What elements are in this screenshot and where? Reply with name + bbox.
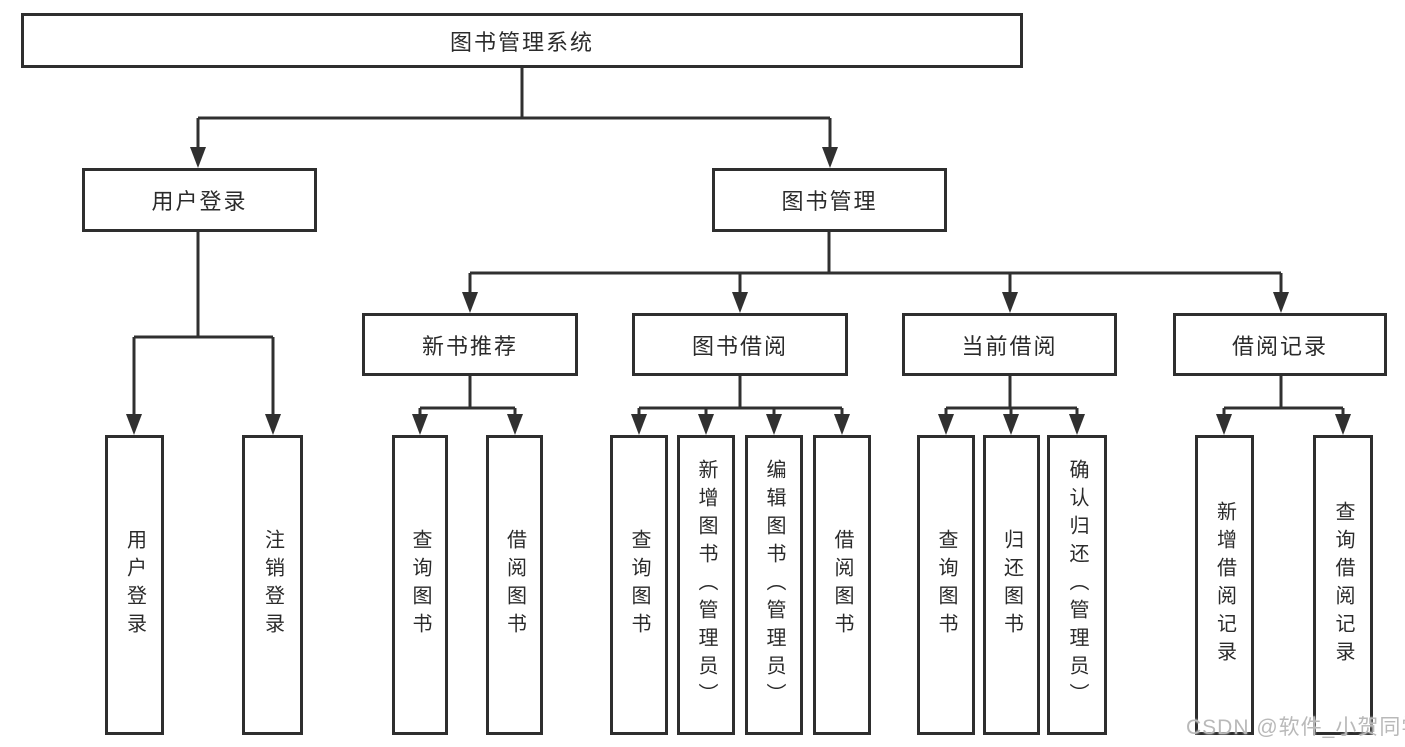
leaf-borrow-books-recommend: 借阅图书 [486, 435, 543, 735]
node-book-borrowing: 图书借阅 [632, 313, 848, 376]
leaf-user-login: 用户登录 [105, 435, 164, 735]
leaf-label: 查询图书 [935, 529, 957, 641]
leaf-query-borrow-record: 查询借阅记录 [1313, 435, 1373, 735]
leaf-label: 确认归还（管理员） [1066, 459, 1088, 711]
leaf-label: 编辑图书（管理员） [763, 459, 785, 711]
leaf-borrow-books: 借阅图书 [813, 435, 871, 735]
leaf-label: 新增图书（管理员） [695, 459, 717, 711]
leaf-label: 新增借阅记录 [1213, 501, 1236, 669]
leaf-return-books: 归还图书 [983, 435, 1040, 735]
leaf-label: 注销登录 [261, 529, 284, 641]
leaf-label: 查询图书 [628, 529, 650, 641]
leaf-add-books-admin: 新增图书（管理员） [677, 435, 735, 735]
arrowheads [126, 147, 1351, 435]
node-current-borrowing: 当前借阅 [902, 313, 1117, 376]
leaf-label: 查询借阅记录 [1332, 501, 1354, 669]
leaf-label: 用户登录 [123, 529, 146, 641]
leaf-query-books-borrowing: 查询图书 [610, 435, 668, 735]
leaf-query-books-recommend: 查询图书 [392, 435, 448, 735]
leaf-logout: 注销登录 [242, 435, 303, 735]
leaf-query-books-current: 查询图书 [917, 435, 975, 735]
node-borrow-records: 借阅记录 [1173, 313, 1387, 376]
node-new-book-recommend: 新书推荐 [362, 313, 578, 376]
leaf-label: 归还图书 [1000, 529, 1023, 641]
node-system-root: 图书管理系统 [21, 13, 1023, 68]
leaf-add-borrow-record: 新增借阅记录 [1195, 435, 1254, 735]
leaf-confirm-return-admin: 确认归还（管理员） [1047, 435, 1107, 735]
csdn-watermark: CSDN @软件_小贺同学 [1186, 716, 1405, 739]
leaf-edit-books-admin: 编辑图书（管理员） [745, 435, 803, 735]
leaf-label: 借阅图书 [503, 529, 526, 641]
node-user-login: 用户登录 [82, 168, 317, 232]
node-book-management: 图书管理 [712, 168, 947, 232]
leaf-label: 借阅图书 [831, 529, 853, 641]
leaf-label: 查询图书 [409, 529, 431, 641]
